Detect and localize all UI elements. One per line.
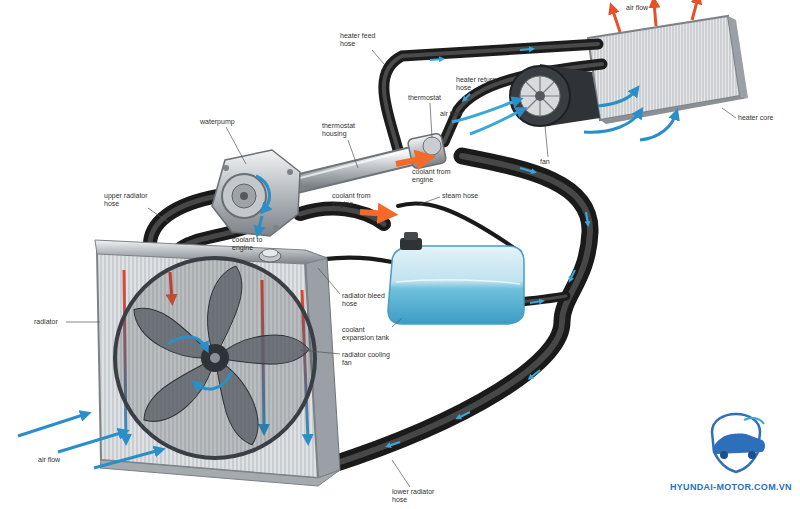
leader-lines xyxy=(66,50,736,487)
expansion-tank xyxy=(388,232,524,324)
blower-fan xyxy=(452,64,600,134)
callout-label: heater feed hose xyxy=(340,32,384,48)
callout-label: steam hose xyxy=(442,192,488,200)
callout-label: fan xyxy=(540,158,562,166)
radiator xyxy=(95,240,340,486)
callout-label: radiator cooling fan xyxy=(342,351,390,367)
callout-label: thermostat housing xyxy=(322,122,368,138)
callout-label: coolant expansion tank xyxy=(342,326,394,342)
flow-label: coolant to engine xyxy=(232,236,274,252)
air-flow-label: air flow xyxy=(626,4,662,12)
water-pump xyxy=(212,133,447,236)
watermark: HYUNDAI-MOTOR.COM.VN xyxy=(670,482,798,492)
air-flow-label: air flow xyxy=(440,110,476,118)
air-flow-label: air flow xyxy=(38,456,74,464)
callout-label: thermostat xyxy=(408,94,454,102)
callout-label: radiator bleed hose xyxy=(342,292,388,308)
callout-label: lower radiator hose xyxy=(392,488,440,504)
cooling-fan xyxy=(125,266,311,448)
flow-label: coolant from engine xyxy=(332,192,374,208)
air-flow-arrows xyxy=(18,414,160,468)
watermark-logo xyxy=(712,414,765,472)
flow-arrows xyxy=(388,49,588,446)
callout-label: heater core xyxy=(738,114,788,122)
callout-label: waterpump xyxy=(200,118,250,126)
callout-label: heater return hose xyxy=(456,76,504,92)
callout-label: upper radiator hose xyxy=(104,192,152,208)
heater-core xyxy=(584,0,748,140)
flow-label: coolant from engine xyxy=(412,168,454,184)
callout-label: radiator xyxy=(34,318,68,326)
